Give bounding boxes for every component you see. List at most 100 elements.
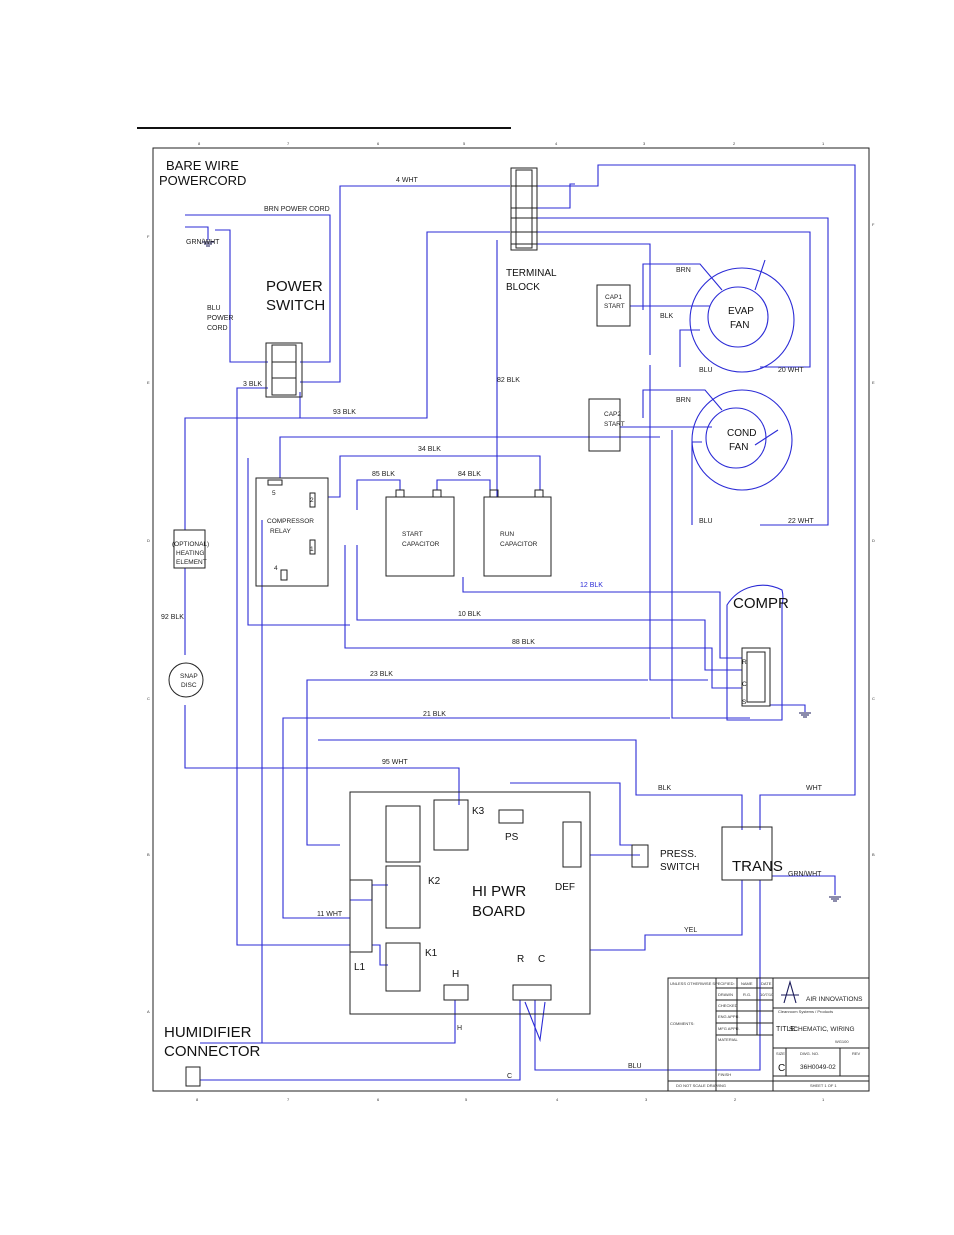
run-cap-label: RUN xyxy=(500,531,514,538)
wire-34-blk xyxy=(279,436,660,478)
wire-95-wht xyxy=(184,705,460,805)
grid-col-8-bottom: 8 xyxy=(196,1097,199,1102)
board-l1-label: L1 xyxy=(354,962,366,973)
cap2-label: CAP2 xyxy=(604,411,621,418)
size-label: SIZE xyxy=(776,1051,785,1056)
wire-k2 xyxy=(350,884,388,901)
grid-row-e-right: E xyxy=(872,380,875,385)
mfg-appr-label: MFG APPR. xyxy=(718,1026,740,1031)
label-blu-bottom: BLU xyxy=(628,1063,642,1070)
board-k1-label: K1 xyxy=(425,948,438,959)
wire-12-blk xyxy=(462,577,742,659)
cond-label: COND xyxy=(727,428,756,439)
label-h: H xyxy=(457,1025,462,1032)
humidifier-connector xyxy=(185,1066,201,1087)
name-col-label: NAME xyxy=(741,981,753,986)
grid-row-e: E xyxy=(147,380,150,385)
grid-col-7: 7 xyxy=(287,141,290,146)
wire-blu-bottom xyxy=(534,880,761,1071)
wire-grn-wht-trans xyxy=(772,875,836,895)
disc-label: DISC xyxy=(181,682,197,689)
power-label: POWER xyxy=(266,278,323,295)
drawn-name: R.G. xyxy=(743,992,751,997)
compressor-relay-label: COMPRESSOR xyxy=(267,518,314,525)
board-l1-connector xyxy=(349,879,373,953)
compr-pin-r: R xyxy=(742,659,747,666)
drawn-date: 10/7/10 xyxy=(760,992,774,997)
heating-label: HEATING xyxy=(176,550,204,557)
compressor-relay-box xyxy=(255,477,329,587)
cap2-start-label: START xyxy=(604,421,625,428)
wire-wht-trans xyxy=(537,164,856,830)
ground-symbol-cord xyxy=(202,241,214,247)
run-capacitor-box xyxy=(483,496,552,577)
label-blu-evap: BLU xyxy=(699,367,713,374)
compr-pin-c: C xyxy=(742,681,747,688)
label-brn-power-cord: BRN POWER CORD xyxy=(264,206,330,213)
element-label: ELEMENT xyxy=(176,559,207,566)
finish-label: FINISH xyxy=(718,1072,731,1077)
grid-col-2: 2 xyxy=(733,141,736,146)
label-20-wht: 20 WHT xyxy=(778,367,804,374)
start-capacitor-box xyxy=(385,496,455,577)
board-def-label: DEF xyxy=(555,882,575,893)
cap2-box xyxy=(588,398,621,452)
board-k2-label: K2 xyxy=(428,876,441,887)
cond-fan xyxy=(691,389,793,491)
optional-label: (OPTIONAL) xyxy=(172,541,209,548)
relay-pin-1: 1 xyxy=(310,546,314,553)
wire-blu-power-cord xyxy=(215,229,268,363)
rev-label: REV xyxy=(852,1051,861,1056)
relay-pin-5: 5 xyxy=(272,490,276,497)
cap1-start-label: START xyxy=(604,303,625,310)
label-blk-trans: BLK xyxy=(658,785,672,792)
board-relay-k3 xyxy=(433,799,469,851)
wire-yel xyxy=(590,880,743,951)
drawing-border xyxy=(152,147,870,1092)
board-r-label: R xyxy=(517,954,524,965)
wire-relay-left xyxy=(247,458,350,626)
grid-row-f-right: F xyxy=(872,222,875,227)
wire-rc-link xyxy=(524,1001,546,1043)
grid-row-d: D xyxy=(147,538,150,543)
wire-relay-down xyxy=(261,520,350,1044)
label-3-blk: 3 BLK xyxy=(243,381,262,388)
label-4-wht: 4 WHT xyxy=(396,177,419,184)
wire-tb-5 xyxy=(537,243,651,355)
title-block xyxy=(667,977,870,1092)
wire-85-blk-a xyxy=(356,479,401,510)
wire-brn-cond xyxy=(642,389,723,418)
wire-85-blk xyxy=(328,455,541,498)
label-grn-wht-trans: GRN/WHT xyxy=(788,871,822,878)
start-capacitor-label: CAPACITOR xyxy=(402,541,440,548)
board-h-label: H xyxy=(452,969,459,980)
wire-10-blk xyxy=(356,545,742,671)
tagline-label: Cleanroom Systems / Products xyxy=(778,1009,833,1014)
label-93-blk: 93 BLK xyxy=(333,409,356,416)
grid-rows-right: F E D C B xyxy=(872,222,875,857)
wire-tb-2 xyxy=(537,183,575,209)
checked-label: CHECKED xyxy=(718,1003,738,1008)
compr-label: COMPR xyxy=(733,595,789,612)
label-brn-cond: BRN xyxy=(676,397,691,404)
wire-21-blk-right xyxy=(671,430,750,719)
ground-symbol-trans xyxy=(829,896,841,902)
label-11-wht: 11 WHT xyxy=(317,911,343,918)
wire-93-blk-left xyxy=(184,392,301,530)
air-innovations-logo-icon xyxy=(781,979,799,1004)
trans-box xyxy=(721,826,773,881)
wire-blu-evap xyxy=(679,329,700,367)
grid-col-1: 1 xyxy=(822,141,825,146)
terminal-block xyxy=(510,167,538,251)
grid-col-3: 3 xyxy=(643,141,646,146)
grid-col-5: 5 xyxy=(463,141,466,146)
evap-fan-label: FAN xyxy=(730,320,749,331)
cap1-label: CAP1 xyxy=(605,294,622,301)
wire-blu-cond xyxy=(691,441,702,525)
board-h-connector xyxy=(443,984,469,1001)
grid-row-a: A xyxy=(147,1009,150,1014)
wire-23-blk-right xyxy=(649,365,708,681)
dwg-no-label: DWG. NO. xyxy=(800,1051,819,1056)
dwg-no-value: 36H0049-02 xyxy=(800,1064,836,1071)
